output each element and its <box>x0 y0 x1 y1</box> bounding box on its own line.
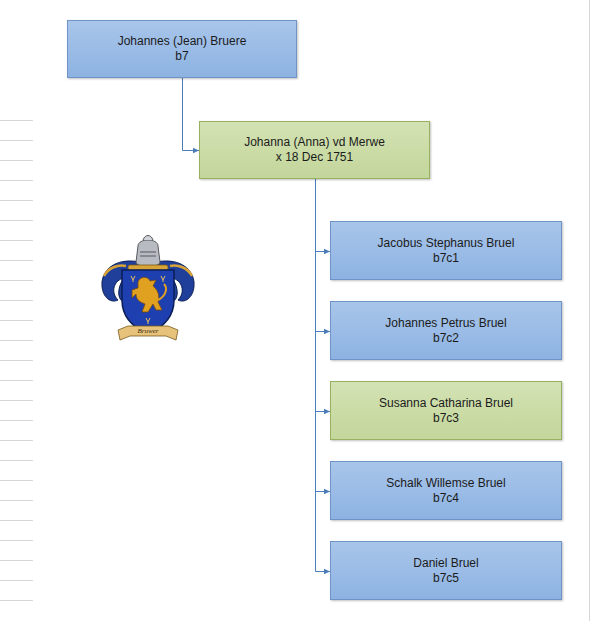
person-box: Daniel Bruelb7c5 <box>330 541 562 600</box>
lineage-connector <box>316 179 331 252</box>
person-code: b7c2 <box>433 331 459 346</box>
person-box: Johannes (Jean) Bruereb7 <box>67 20 297 78</box>
person-name: Susanna Catharina Bruel <box>379 396 513 411</box>
person-code: x 18 Dec 1751 <box>276 150 353 165</box>
person-box: Susanna Catharina Bruelb7c3 <box>330 381 562 440</box>
person-box: Schalk Willemse Bruelb7c4 <box>330 461 562 520</box>
person-box: Johanna (Anna) vd Merwex 18 Dec 1751 <box>199 121 430 179</box>
person-box: Johannes Petrus Bruelb7c2 <box>330 301 562 360</box>
person-name: Jacobus Stephanus Bruel <box>378 236 515 251</box>
coat-of-arms <box>102 236 194 341</box>
person-name: Johanna (Anna) vd Merwe <box>244 135 385 150</box>
lineage-connector <box>183 78 200 151</box>
person-code: b7c4 <box>433 491 459 506</box>
lineage-connector <box>316 179 331 332</box>
person-name: Daniel Bruel <box>413 556 478 571</box>
person-code: b7c1 <box>433 251 459 266</box>
lineage-connector <box>316 179 331 412</box>
lineage-connector <box>316 179 331 572</box>
person-name: Johannes (Jean) Bruere <box>118 34 247 49</box>
person-code: b7c5 <box>433 571 459 586</box>
person-name: Johannes Petrus Bruel <box>385 316 506 331</box>
lineage-connector <box>316 179 331 492</box>
motto-text: Bruwer <box>124 327 172 335</box>
person-code: b7c3 <box>433 411 459 426</box>
person-code: b7 <box>175 49 188 64</box>
person-box: Jacobus Stephanus Bruelb7c1 <box>330 221 562 280</box>
person-name: Schalk Willemse Bruel <box>386 476 505 491</box>
